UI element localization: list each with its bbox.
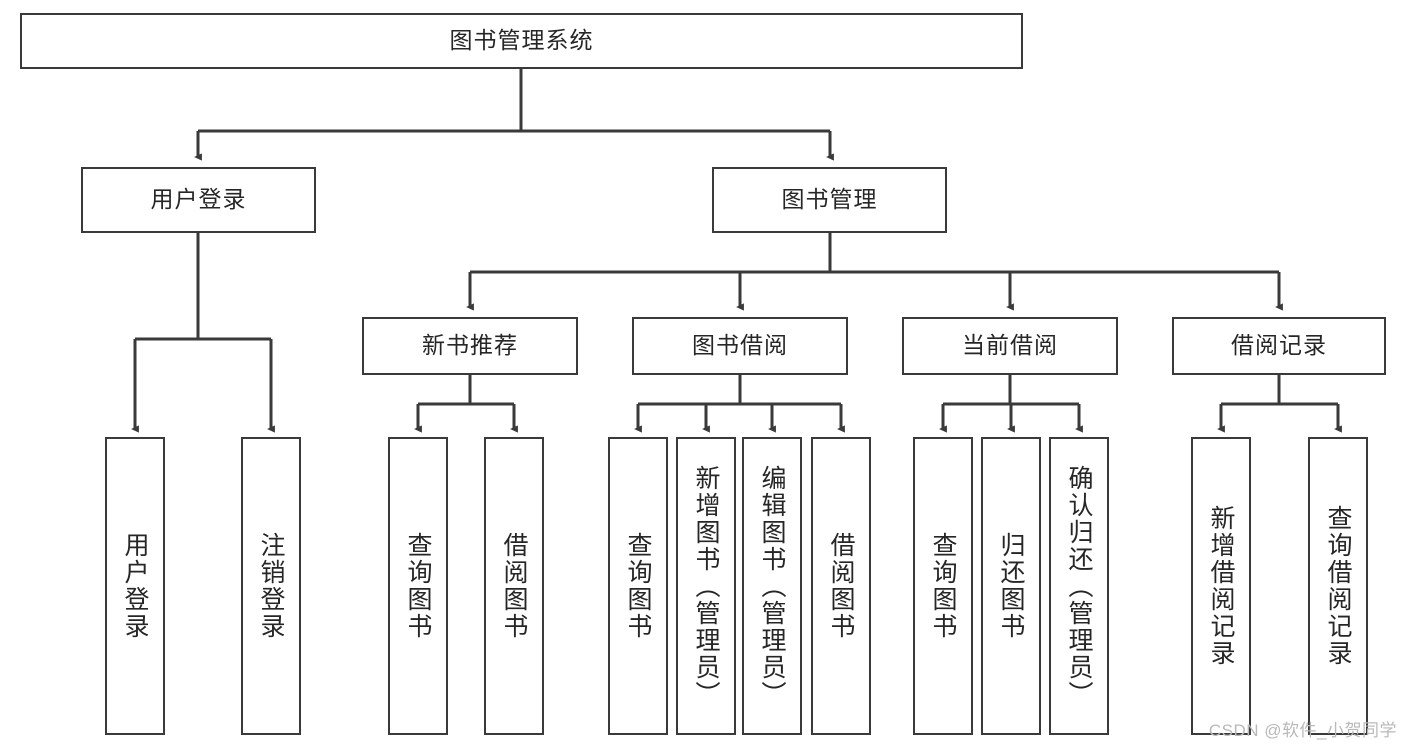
node-label: 图书管理 <box>781 186 878 213</box>
leaf-edit-book-admin[interactable]: 编辑图书（管理员） <box>742 437 802 735</box>
node-label: 借阅记录 <box>1231 332 1327 359</box>
node-label: 新增借阅记录 <box>1207 505 1235 667</box>
leaf-logout[interactable]: 注销登录 <box>241 437 301 735</box>
node-borrowing-record[interactable]: 借阅记录 <box>1172 317 1386 375</box>
node-new-book-recommendation[interactable]: 新书推荐 <box>362 317 578 375</box>
node-label: 新增图书（管理员） <box>692 464 720 708</box>
leaf-query-book-recommendation[interactable]: 查询图书 <box>388 437 448 735</box>
node-label: 借阅图书 <box>500 532 528 640</box>
node-label: 用户登录 <box>150 186 247 213</box>
node-label: 确认归还（管理员） <box>1065 464 1093 708</box>
node-current-borrowing[interactable]: 当前借阅 <box>902 317 1118 375</box>
leaf-query-book-borrowing[interactable]: 查询图书 <box>608 437 668 735</box>
leaf-return-book[interactable]: 归还图书 <box>981 437 1041 735</box>
node-label: 查询图书 <box>404 532 432 640</box>
node-label: 编辑图书（管理员） <box>758 464 786 708</box>
leaf-query-book-current[interactable]: 查询图书 <box>913 437 973 735</box>
node-root-system[interactable]: 图书管理系统 <box>20 13 1023 69</box>
node-label: 查询图书 <box>624 532 652 640</box>
node-user-login[interactable]: 用户登录 <box>81 167 316 233</box>
leaf-query-borrow-record[interactable]: 查询借阅记录 <box>1308 437 1368 735</box>
node-label: 注销登录 <box>257 532 285 640</box>
leaf-user-login[interactable]: 用户登录 <box>105 437 165 735</box>
node-book-management[interactable]: 图书管理 <box>712 167 947 233</box>
leaf-confirm-return-admin[interactable]: 确认归还（管理员） <box>1049 437 1109 735</box>
node-label: 归还图书 <box>997 532 1025 640</box>
node-label: 图书借阅 <box>692 332 788 359</box>
leaf-add-book-admin[interactable]: 新增图书（管理员） <box>676 437 736 735</box>
node-label: 借阅图书 <box>827 532 855 640</box>
node-label: 新书推荐 <box>422 332 518 359</box>
node-label: 查询借阅记录 <box>1324 505 1352 667</box>
leaf-borrow-book-recommendation[interactable]: 借阅图书 <box>484 437 544 735</box>
node-book-borrowing[interactable]: 图书借阅 <box>632 317 848 375</box>
csdn-watermark: CSDN @软件_小贺同学 <box>1208 721 1397 740</box>
node-label: 图书管理系统 <box>449 27 594 54</box>
leaf-add-borrow-record[interactable]: 新增借阅记录 <box>1191 437 1251 735</box>
node-label: 用户登录 <box>121 532 149 640</box>
node-label: 当前借阅 <box>962 332 1058 359</box>
leaf-borrow-book-borrowing[interactable]: 借阅图书 <box>811 437 871 735</box>
node-label: 查询图书 <box>929 532 957 640</box>
